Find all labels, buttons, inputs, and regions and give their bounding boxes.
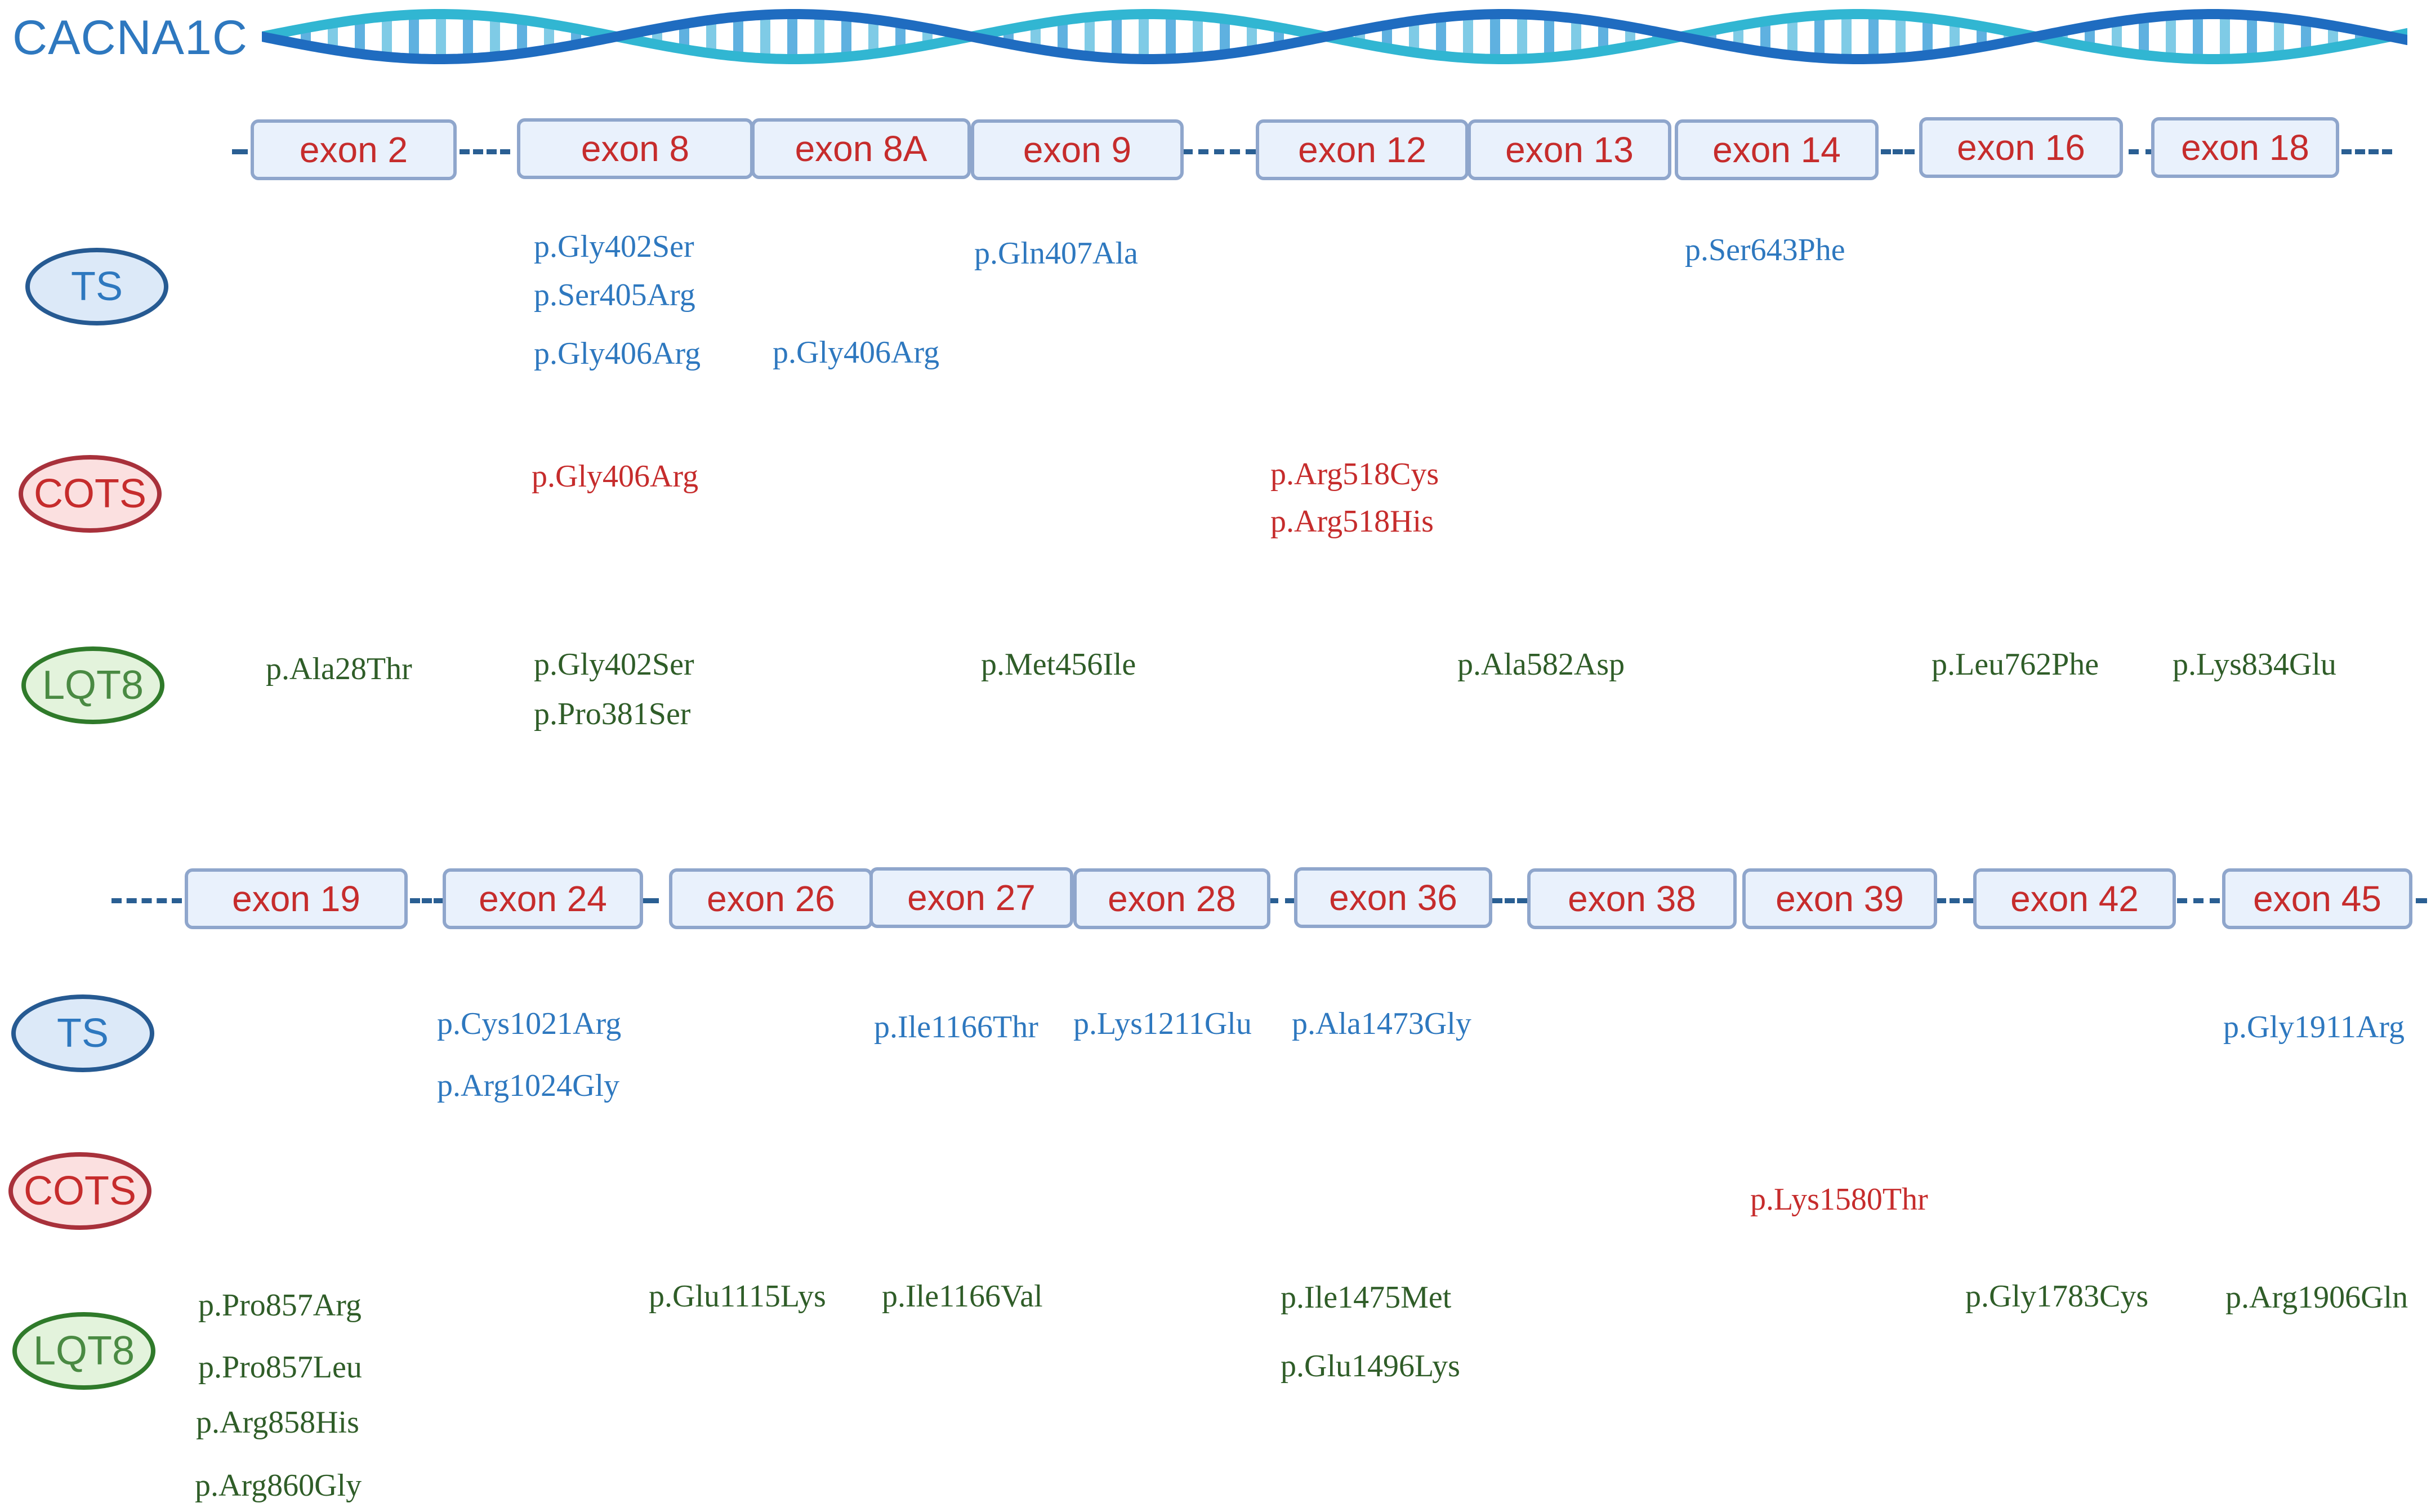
exon-box: exon 27 <box>869 867 1073 928</box>
exon-box: exon 26 <box>669 868 873 929</box>
connector-dash <box>2129 149 2156 154</box>
exon-box: exon 14 <box>1675 119 1879 180</box>
connector-dash <box>1492 898 1527 903</box>
connector-dash <box>642 898 659 903</box>
variant-label: p.Arg518Cys <box>1270 457 1439 492</box>
variant-label: p.Lys1211Glu <box>1073 1006 1252 1041</box>
connector-dash <box>111 898 182 903</box>
category-ts-oval: TS <box>11 994 154 1072</box>
variant-label: p.Ala28Thr <box>266 652 412 686</box>
variant-label: p.Met456Ile <box>981 647 1136 682</box>
exon-box: exon 24 <box>443 868 643 929</box>
variant-label: p.Lys1580Thr <box>1750 1182 1928 1217</box>
variant-label: p.Ala582Asp <box>1457 647 1625 682</box>
variant-label: p.Ser405Arg <box>534 278 695 313</box>
category-cots-oval: COTS <box>19 455 162 533</box>
variant-label: p.Leu762Phe <box>1932 647 2099 682</box>
connector-dash <box>2341 149 2392 154</box>
variant-label: p.Ser643Phe <box>1685 233 1845 267</box>
exon-box: exon 16 <box>1919 117 2123 178</box>
variant-label: p.Gly402Ser <box>534 229 694 264</box>
variant-label: p.Gly1783Cys <box>1965 1279 2149 1314</box>
variant-label: p.Gly406Arg <box>532 459 699 494</box>
variant-label: p.Glu1496Lys <box>1281 1349 1460 1384</box>
exon-box: exon 8A <box>751 118 971 179</box>
variant-label: p.Pro381Ser <box>534 697 691 732</box>
variant-label: p.Pro857Arg <box>198 1288 362 1323</box>
connector-dash <box>232 149 248 154</box>
exon-box: exon 12 <box>1256 119 1469 180</box>
category-ts-oval: TS <box>25 248 168 325</box>
exon-box: exon 39 <box>1742 868 1937 929</box>
variant-label: p.Lys834Glu <box>2173 647 2336 682</box>
dna-helix-icon <box>262 9 2407 64</box>
connector-dash <box>460 149 510 154</box>
variant-label: p.Gly402Ser <box>534 647 694 682</box>
variant-label: p.Ile1166Thr <box>874 1010 1038 1045</box>
exon-box: exon 2 <box>251 119 457 180</box>
exon-box: exon 18 <box>2151 117 2339 178</box>
variant-label: p.Arg858His <box>196 1405 359 1440</box>
connector-dash <box>1881 149 1915 154</box>
variant-label: p.Gly406Arg <box>773 335 940 370</box>
exon-box: exon 45 <box>2222 868 2412 929</box>
exon-box: exon 28 <box>1073 868 1270 929</box>
exon-box: exon 9 <box>971 119 1184 180</box>
exon-box: exon 42 <box>1973 868 2176 929</box>
gene-title: CACNA1C <box>12 11 248 65</box>
variant-label: p.Ile1475Met <box>1281 1280 1452 1315</box>
exon-box: exon 36 <box>1294 867 1492 928</box>
category-lqt8-oval: LQT8 <box>21 646 164 724</box>
exon-box: exon 8 <box>517 118 753 179</box>
connector-dash <box>1936 898 1973 903</box>
variant-label: p.Pro857Leu <box>198 1350 362 1385</box>
category-lqt8-oval: LQT8 <box>12 1312 155 1390</box>
connector-dash <box>2416 898 2427 903</box>
variant-label: p.Arg860Gly <box>195 1468 362 1503</box>
variant-label: p.Arg518His <box>1270 504 1434 539</box>
variant-label: p.Ala1473Gly <box>1292 1006 1471 1041</box>
exon-box: exon 19 <box>185 868 408 929</box>
variant-label: p.Ile1166Val <box>882 1279 1043 1314</box>
exon-box: exon 13 <box>1467 119 1671 180</box>
connector-dash <box>2177 898 2220 903</box>
variant-label: p.Gly1911Arg <box>2223 1010 2405 1045</box>
variant-label: p.Gln407Ala <box>974 236 1138 271</box>
variant-label: p.Cys1021Arg <box>437 1006 622 1041</box>
variant-label: p.Arg1906Gln <box>2225 1280 2408 1315</box>
variant-label: p.Arg1024Gly <box>437 1068 620 1103</box>
connector-dash <box>1268 898 1295 903</box>
category-cots-oval: COTS <box>8 1152 151 1230</box>
variant-label: p.Glu1115Lys <box>649 1279 826 1314</box>
variant-label: p.Gly406Arg <box>534 336 701 371</box>
connector-dash <box>1183 149 1256 154</box>
connector-dash <box>410 898 444 903</box>
exon-box: exon 38 <box>1527 868 1737 929</box>
